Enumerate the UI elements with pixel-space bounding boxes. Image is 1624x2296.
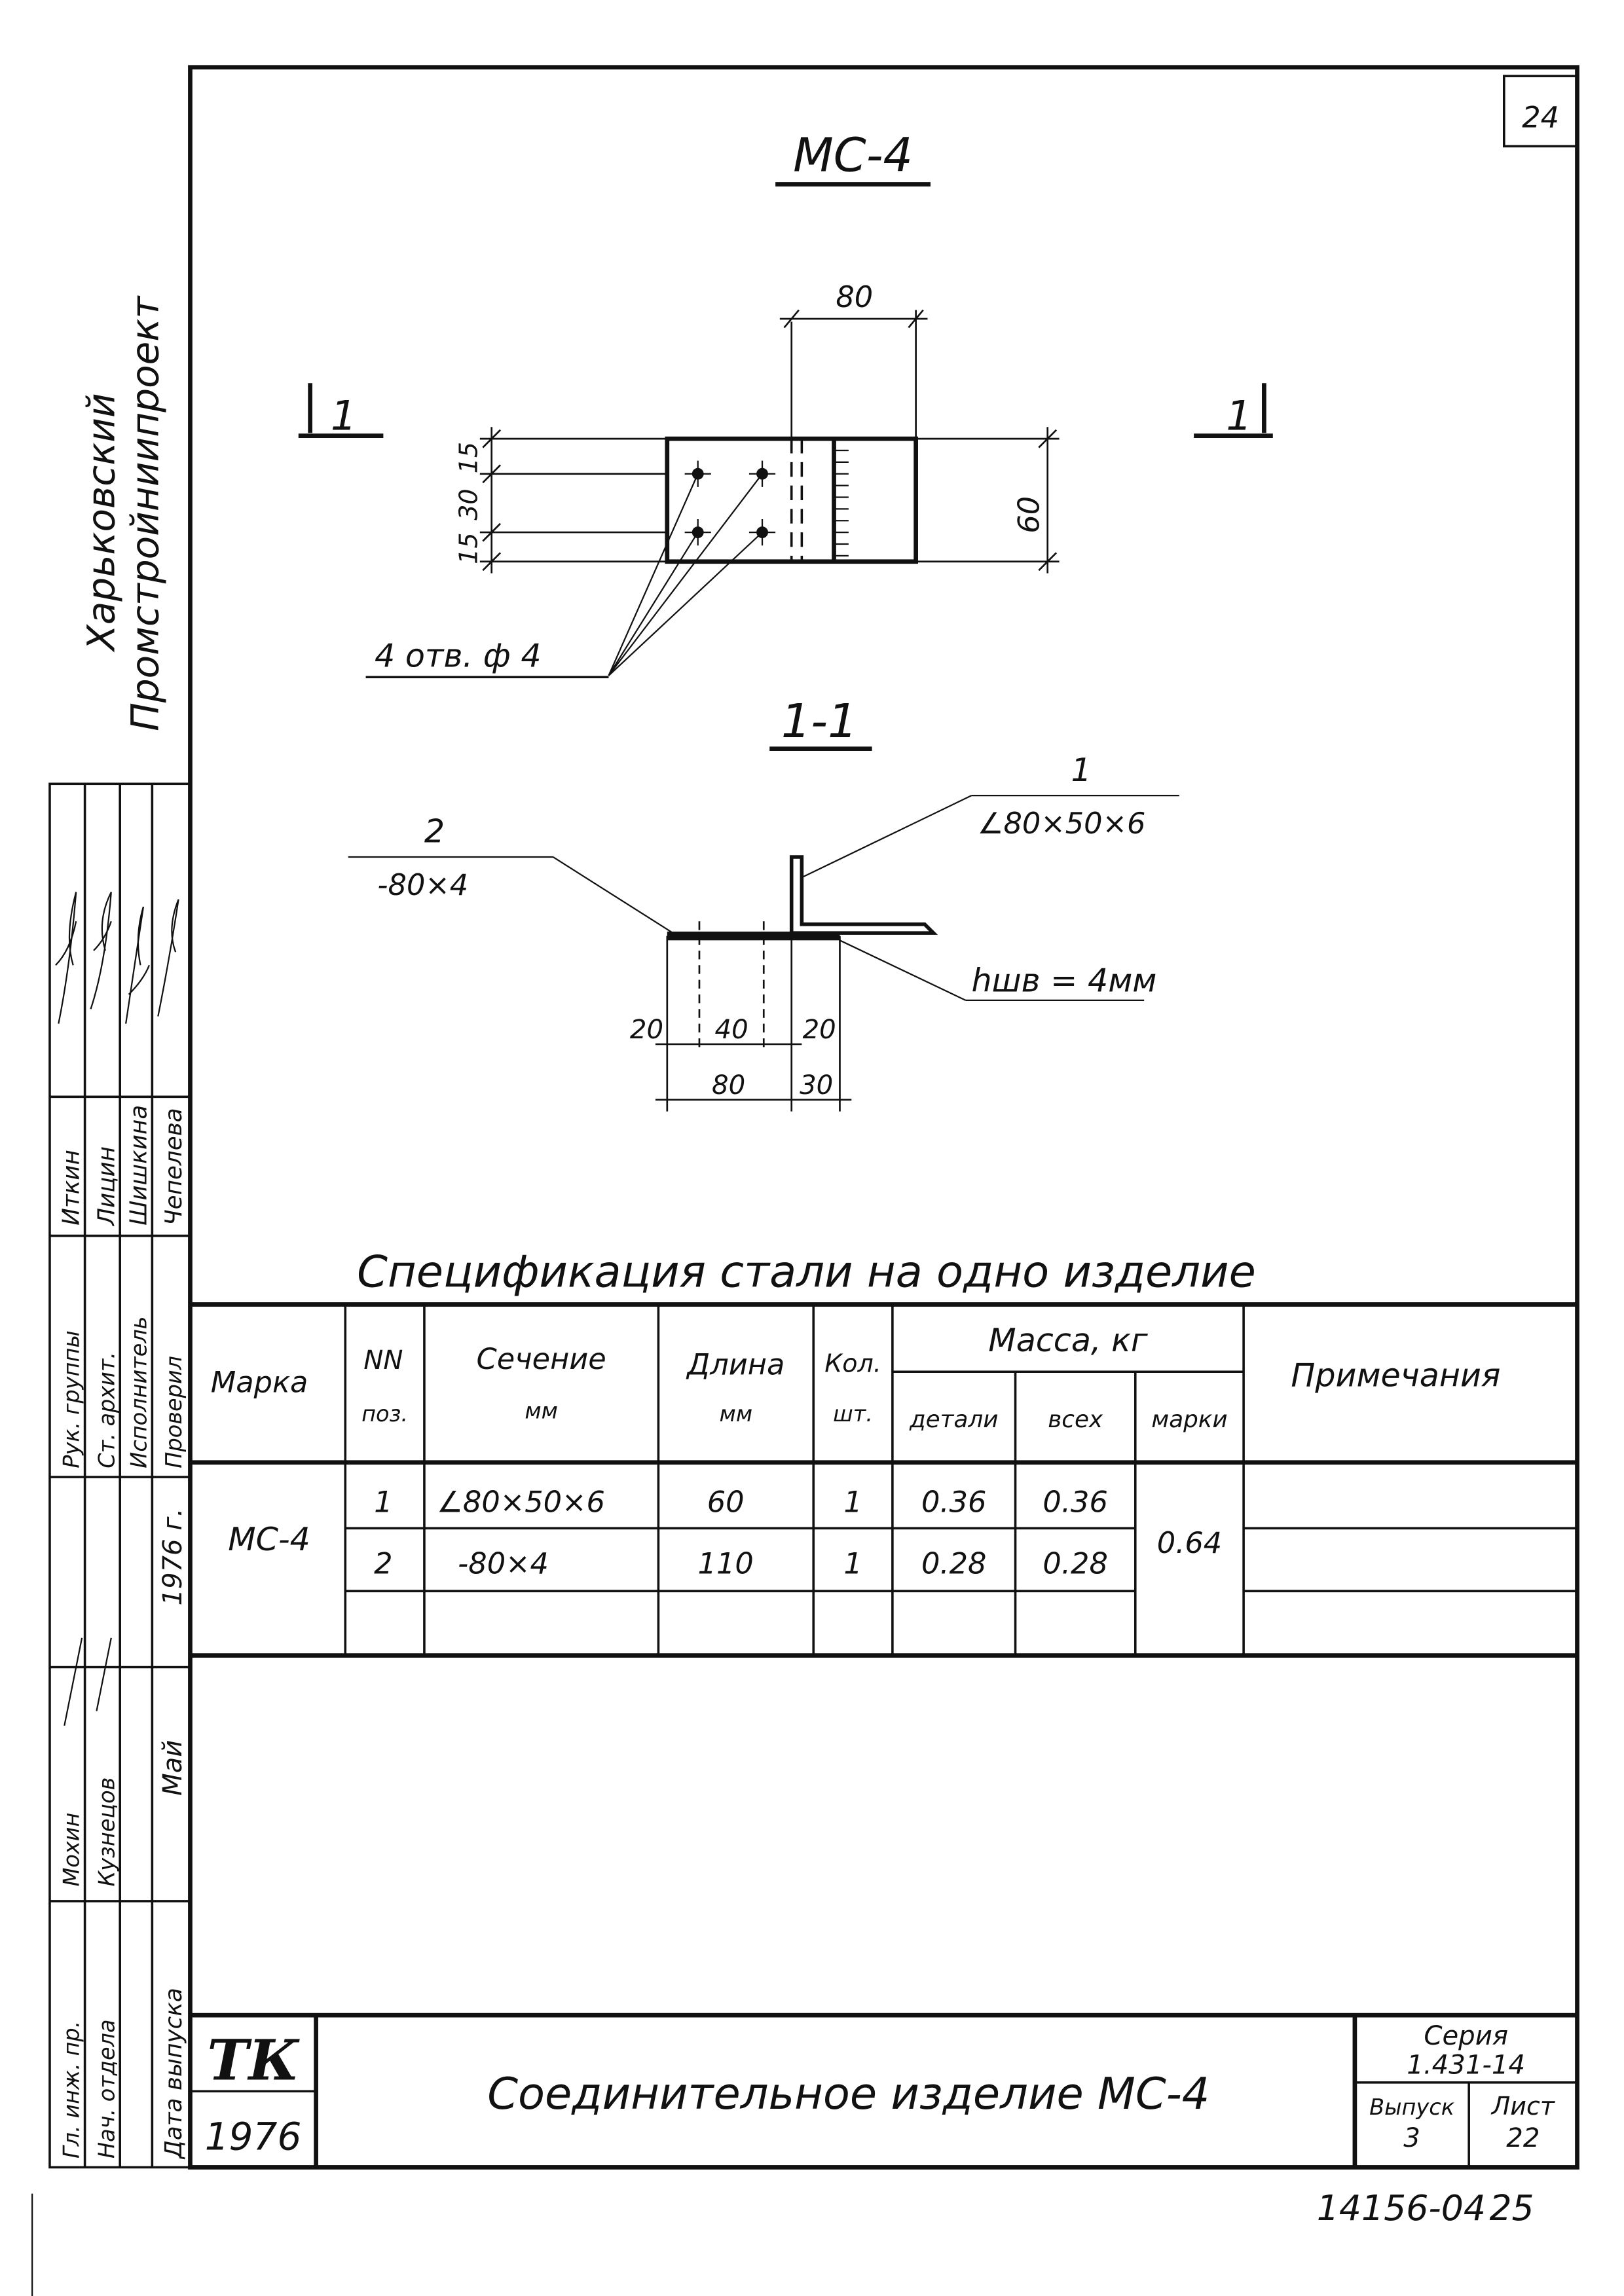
stamp-lower-name-1: Мохин — [59, 1813, 84, 1887]
header-marka: Марка — [211, 1366, 308, 1400]
stamp-year: 1976 г. — [158, 1508, 188, 1606]
dim-20-right: 20 — [803, 1015, 836, 1045]
stamp-role-2: Ст. архит. — [94, 1352, 119, 1468]
sheet-value: 22 — [1506, 2123, 1540, 2153]
organization-line-1: Харьковский — [79, 393, 123, 653]
section-marker-right: 1 — [1194, 383, 1273, 440]
header-dlina: Длина — [686, 1348, 784, 1382]
dim-15-bottom: 15 — [454, 532, 483, 564]
header-sechenie: Сечение — [477, 1342, 606, 1376]
header-primech: Примечания — [1291, 1357, 1500, 1394]
stamp-release-label: Дата выпуска — [160, 1988, 187, 2160]
signature — [125, 906, 150, 1024]
callout-2-pos: 2 — [424, 812, 445, 850]
sheet-label: Лист — [1490, 2092, 1556, 2121]
section-title: 1-1 — [781, 694, 858, 748]
signature — [90, 892, 112, 1010]
header-detali: детали — [909, 1406, 998, 1433]
stamp-lower-name-2: Кузнецов — [94, 1777, 119, 1887]
callout-2-profile: -80×4 — [377, 868, 468, 902]
dim-30: 30 — [454, 488, 483, 520]
header-sechenie-unit: мм — [525, 1398, 558, 1424]
header-vseh: всех — [1048, 1406, 1103, 1433]
stamp-role-1: Рук. группы — [59, 1330, 84, 1468]
dim-60: 60 — [1012, 496, 1046, 534]
table-cell-poz: 2 — [374, 1547, 392, 1581]
series-value: 1.431-14 — [1407, 2050, 1525, 2080]
table-cell-kol: 1 — [843, 1547, 862, 1581]
table-cell-dlina: 110 — [698, 1547, 754, 1581]
weld-label: hшв = 4мм — [972, 961, 1157, 999]
callout-1-profile: ∠80×50×6 — [977, 807, 1145, 841]
header-poz: поз. — [361, 1401, 408, 1427]
table-cell-poz: 1 — [374, 1485, 392, 1520]
stamp-role-3: Исполнитель — [126, 1316, 151, 1468]
row-mark: МС-4 — [228, 1520, 310, 1558]
issue-label: Выпуск — [1369, 2094, 1454, 2120]
title-block-year: 1976 — [205, 2115, 302, 2159]
stamp-release-value: Май — [158, 1740, 188, 1796]
stamp-role-4: Проверил — [161, 1356, 187, 1468]
dim-20-left: 20 — [630, 1015, 663, 1045]
table-cell-sechenie: ∠80×50×6 — [437, 1485, 605, 1520]
dim-80-bottom: 80 — [712, 1070, 745, 1101]
plan-view: 80 60 15 30 15 4 отв. ф 4 — [365, 280, 1060, 679]
header-marki: марки — [1151, 1406, 1227, 1433]
table-cell-vseh: 0.28 — [1043, 1547, 1107, 1581]
svg-text:1: 1 — [331, 392, 357, 440]
header-massa: Масса, кг — [988, 1321, 1149, 1359]
header-kol: Кол. — [824, 1349, 881, 1377]
dim-30-bottom: 30 — [800, 1070, 833, 1101]
mark-mass: 0.64 — [1157, 1526, 1222, 1560]
organization-line-2: Промстройниипроект — [122, 295, 167, 731]
table-cell-dlina: 60 — [707, 1485, 745, 1520]
dim-80-top: 80 — [836, 280, 873, 314]
sheet-frame — [188, 65, 1579, 2170]
stamp-name-4: Чепелева — [160, 1108, 187, 1226]
signature — [55, 892, 77, 1024]
callout-1-pos: 1 — [1071, 751, 1091, 789]
holes-label: 4 отв. ф 4 — [375, 637, 542, 675]
header-dlina-unit: мм — [720, 1401, 753, 1427]
table-cell-sechenie: -80×4 — [458, 1547, 549, 1581]
stamp-lower-role-1: Гл. инж. пр. — [59, 2021, 84, 2159]
side-stamp: Иткин Лицин Шишкина Чепелева Рук. группы… — [48, 782, 192, 2169]
page-number: 24 — [1522, 100, 1559, 134]
table-cell-detali: 0.36 — [921, 1485, 986, 1520]
table-cell-vseh: 0.36 — [1043, 1485, 1107, 1520]
archive-code: 14156-04 — [1317, 2187, 1486, 2229]
page-number-box — [1503, 75, 1579, 148]
stamp-lower-role-2: Нач. отдела — [94, 2020, 119, 2159]
dim-40: 40 — [715, 1015, 748, 1045]
drawing-title: МС-4 — [793, 128, 913, 182]
archive-page: 25 — [1489, 2187, 1534, 2229]
issue-value: 3 — [1403, 2123, 1420, 2153]
title-block-name: Соединительное изделие МС-4 — [487, 2068, 1209, 2119]
tk-logo: ТК — [207, 2028, 300, 2093]
signature — [64, 1637, 112, 1726]
signature — [157, 899, 179, 1017]
header-kol-unit: шт. — [833, 1401, 873, 1427]
dim-15-top: 15 — [454, 442, 483, 473]
stamp-name-2: Лицин — [93, 1146, 120, 1227]
title-block: ТК 1976 Соединительное изделие МС-4 Сери… — [190, 2013, 1578, 2168]
table-cell-detali: 0.28 — [921, 1547, 986, 1581]
svg-text:1: 1 — [1226, 392, 1252, 440]
header-nn: NN — [363, 1345, 403, 1376]
spec-title: Спецификация стали на одно изделие — [357, 1247, 1256, 1298]
spec-table: Марка NN поз. Сечение мм Длина мм Кол. ш… — [190, 1302, 1578, 1658]
section-view: 20 40 20 80 30 2 -80×4 1 ∠80×50×6 hшв = … — [348, 751, 1179, 1112]
table-cell-kol: 1 — [843, 1485, 862, 1520]
stamp-name-3: Шишкина — [125, 1105, 152, 1226]
stamp-name-1: Иткин — [58, 1150, 85, 1226]
series-label: Серия — [1424, 2021, 1508, 2051]
section-marker-left: 1 — [298, 383, 384, 440]
